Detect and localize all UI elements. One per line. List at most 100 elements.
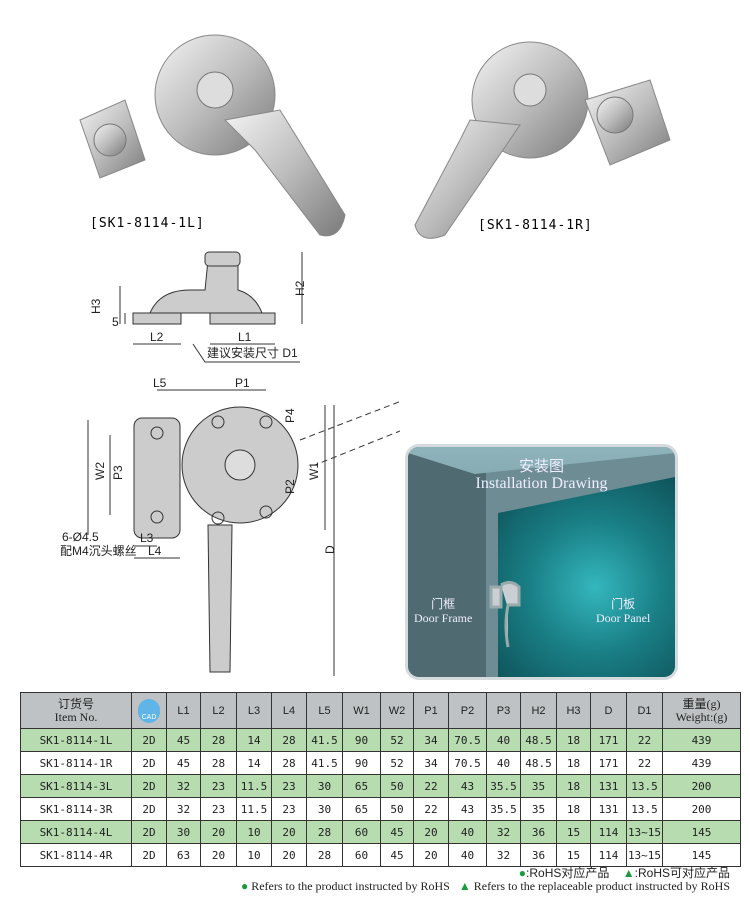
value-cell: 45 [380,843,414,867]
front-view [87,389,400,676]
value-cell: 439 [662,751,741,775]
install-size-note: 建议安装尺寸 D1 [207,345,298,360]
product-label-right: [SK1-8114-1R] [478,218,593,233]
value-cell: 34 [413,751,449,775]
value-cell: 52 [380,751,414,775]
header-h2: H2 [520,692,557,729]
value-cell: 200 [662,797,741,821]
header-l3: L3 [236,692,272,729]
cad-link[interactable]: 2D [131,751,167,775]
value-cell: 23 [271,774,307,798]
value-cell: 70.5 [448,751,487,775]
value-cell: 131 [590,797,627,821]
value-cell: 63 [166,843,201,867]
value-cell: 22 [626,751,663,775]
cad-link[interactable]: 2D [131,774,167,798]
dim-p3: P3 [111,465,125,480]
value-cell: 48.5 [520,728,557,752]
value-cell: 20 [413,820,449,844]
value-cell: 18 [556,728,591,752]
value-cell: 28 [200,728,237,752]
item-no-cell: SK1-8114-4L [20,820,132,844]
dim-h2: H2 [293,280,307,296]
install-title-en: Installation Drawing [475,475,608,492]
value-cell: 52 [380,728,414,752]
value-cell: 60 [342,843,381,867]
value-cell: 35 [520,774,557,798]
value-cell: 131 [590,774,627,798]
value-cell: 28 [200,751,237,775]
rohs-triangle-icon: ▲ [458,879,471,893]
value-cell: 40 [486,751,521,775]
value-cell: 36 [520,820,557,844]
value-cell: 10 [236,843,272,867]
dim-p1: P1 [235,376,250,390]
header-cad: CAD [131,692,167,729]
value-cell: 43 [448,797,487,821]
product-label-left: [SK1-8114-1L] [90,216,205,231]
cad-icon: CAD [138,698,160,723]
cad-link[interactable]: 2D [131,797,167,821]
value-cell: 50 [380,797,414,821]
value-cell: 15 [556,843,591,867]
cad-link[interactable]: 2D [131,820,167,844]
dim-p4: P4 [283,408,297,423]
header-d: D [590,692,627,729]
value-cell: 11.5 [236,797,272,821]
item-no-cell: SK1-8114-1R [20,751,132,775]
value-cell: 20 [271,820,307,844]
value-cell: 45 [166,728,201,752]
value-cell: 20 [200,843,237,867]
latch-icon [489,580,521,648]
value-cell: 32 [486,820,521,844]
value-cell: 70.5 [448,728,487,752]
dim-p2: P2 [283,479,297,494]
dim-5: 5 [112,315,119,329]
value-cell: 145 [662,820,741,844]
value-cell: 13.5 [626,797,663,821]
value-cell: 13.5 [626,774,663,798]
value-cell: 10 [236,820,272,844]
header-d1: D1 [626,692,663,729]
header-p1: P1 [413,692,449,729]
value-cell: 90 [342,728,381,752]
value-cell: 22 [413,797,449,821]
value-cell: 23 [271,797,307,821]
item-no-cell: SK1-8114-3R [20,797,132,821]
value-cell: 34 [413,728,449,752]
product-photos: [SK1-8114-1L] [SK1-8114-1R] [79,34,671,239]
value-cell: 14 [236,751,272,775]
item-no-cell: SK1-8114-1L [20,728,132,752]
rohs-note-en: ● Refers to the product instructed by Ro… [240,879,730,893]
value-cell: 15 [556,820,591,844]
cad-link[interactable]: 2D [131,728,167,752]
latch-left-photo [79,34,346,237]
item-no-cell: SK1-8114-3L [20,774,132,798]
value-cell: 32 [166,774,201,798]
value-cell: 13~15 [626,843,663,867]
dim-d: D [323,545,337,554]
header-p3: P3 [486,692,521,729]
dim-w2: W2 [93,462,107,480]
header-l4: L4 [271,692,307,729]
value-cell: 65 [342,774,381,798]
value-cell: 28 [306,820,343,844]
value-cell: 30 [166,820,201,844]
value-cell: 20 [271,843,307,867]
value-cell: 11.5 [236,774,272,798]
dim-l2: L2 [150,330,164,344]
value-cell: 40 [448,820,487,844]
value-cell: 145 [662,843,741,867]
cad-link[interactable]: 2D [131,843,167,867]
value-cell: 28 [271,728,307,752]
rohs-circle-icon: ● [518,866,527,880]
value-cell: 40 [486,728,521,752]
dim-l1: L1 [238,330,252,344]
